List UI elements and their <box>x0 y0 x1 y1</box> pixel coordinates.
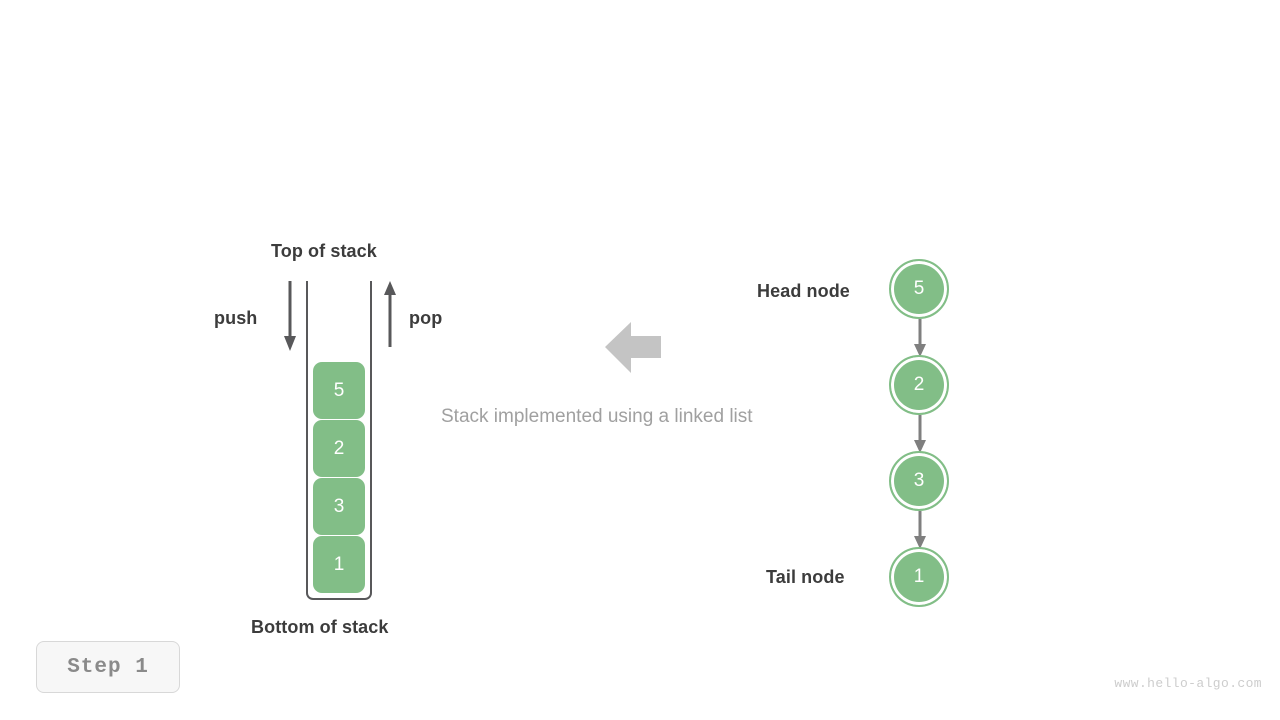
watermark: www.hello-algo.com <box>1114 676 1262 691</box>
stack-container <box>306 281 372 600</box>
pop-label: pop <box>409 308 443 328</box>
arrow-down-icon <box>914 319 926 357</box>
stack-cell: 1 <box>313 536 365 593</box>
arrow-down-icon <box>914 415 926 453</box>
arrow-down-icon <box>914 511 926 549</box>
stack-cell: 2 <box>313 420 365 477</box>
linked-list-node: 3 <box>889 451 949 511</box>
head-node-label: Head node <box>757 281 850 301</box>
arrow-left-icon <box>605 322 661 373</box>
bottom-of-stack-label: Bottom of stack <box>251 617 389 637</box>
arrow-down-icon <box>284 281 296 351</box>
step-badge: Step 1 <box>36 641 180 693</box>
stack-cell: 3 <box>313 478 365 535</box>
arrow-up-icon <box>384 281 396 347</box>
linked-list-node: 1 <box>889 547 949 607</box>
tail-node-label: Tail node <box>766 567 845 587</box>
linked-list-node: 5 <box>889 259 949 319</box>
diagram-caption: Stack implemented using a linked list <box>441 406 753 427</box>
top-of-stack-label: Top of stack <box>271 241 377 261</box>
linked-list-node: 2 <box>889 355 949 415</box>
stack-cell: 5 <box>313 362 365 419</box>
push-label: push <box>214 308 258 328</box>
